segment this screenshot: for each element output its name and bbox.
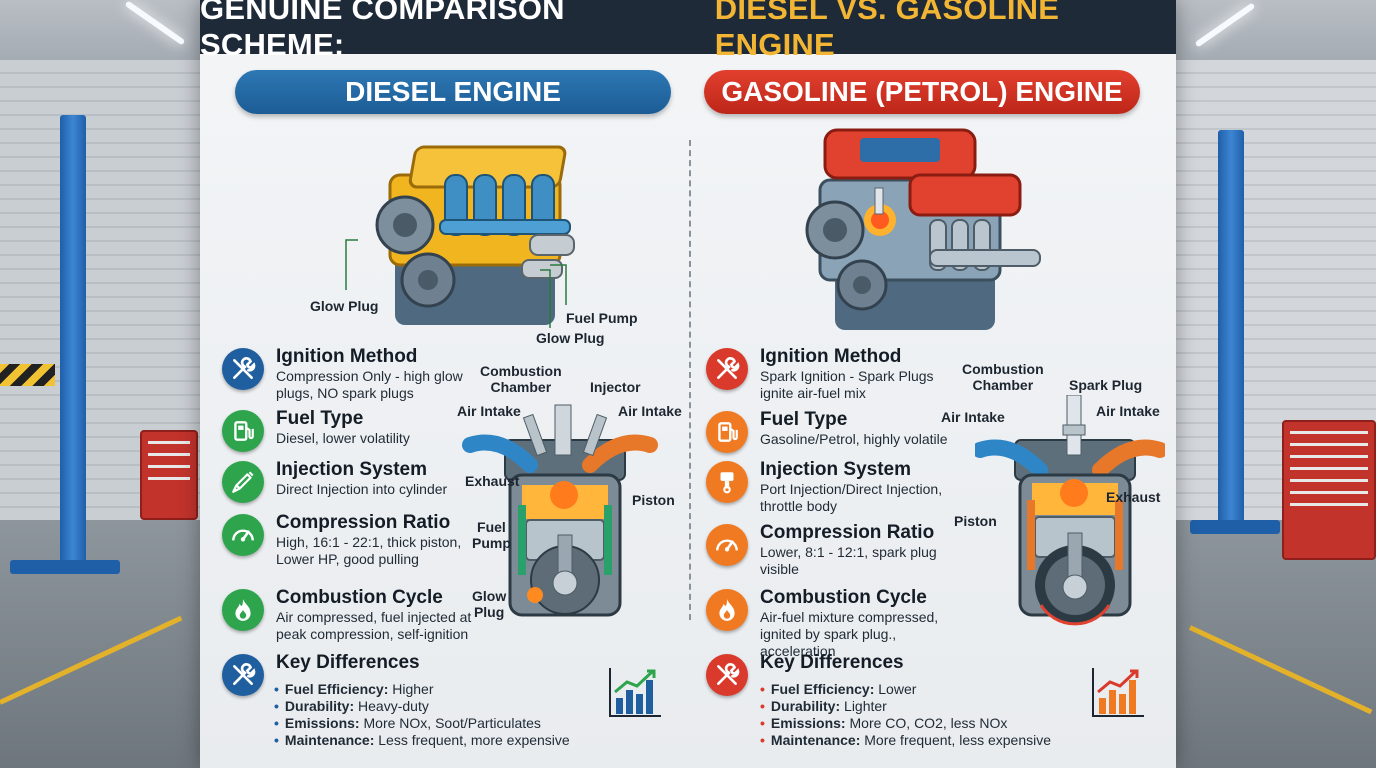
feature-title: Fuel Type [276,408,364,429]
diesel-engine-leaders [345,239,567,328]
fuel-pump-icon [222,410,264,452]
wrench-screwdriver-icon [222,654,264,696]
feature-title: Ignition Method [276,346,418,367]
diesel-label-exhaust: Exhaust [465,473,520,489]
feature-title: Injection System [760,459,911,480]
list-item: Emissions: More NOx, Soot/Particulates [274,715,570,732]
diesel-label-fuel-pump: Fuel Pump [566,310,638,326]
feature-desc: Lower, 8:1 - 12:1, spark plug visible [760,544,937,577]
diesel-label-injector: Injector [590,379,641,395]
list-item: Durability: Lighter [760,698,1051,715]
bar-chart-up-icon [609,668,661,717]
feature-desc: Gasoline/Petrol, highly volatile [760,431,948,447]
feature-desc: Direct Injection into cylinder [276,481,448,497]
diesel-label-glow-plug-bottom: Glow Plug [536,330,605,346]
gasoline-label-piston: Piston [954,513,997,529]
diesel-cylinder-diagram [462,404,658,617]
list-item: Durability: Heavy-duty [274,698,570,715]
diesel-label-air-intake-right: Air Intake [618,403,682,419]
diesel-label-glow-plug-left: Glow Plug [310,298,379,314]
gasoline-label-spark-plug: Spark Plug [1069,377,1143,393]
feature-desc: High, 16:1 - 22:1, thick piston, Lower H… [276,534,462,567]
diesel-key-differences-list: Fuel Efficiency: Higher Durability: Heav… [274,681,570,749]
gasoline-cylinder-diagram [975,395,1165,626]
feature-desc: Port Injection/Direct Injection, throttl… [760,481,943,514]
gasoline-label-air-intake-right: Air Intake [1096,403,1160,419]
diesel-label-air-intake-left: Air Intake [457,403,521,419]
title-part1: GENUINE COMPARISON SCHEME: [200,0,565,62]
flame-icon [222,589,264,631]
list-item: Maintenance: Less frequent, more expensi… [274,732,570,749]
feature-title: Injection System [276,459,427,480]
title-bar: GENUINE COMPARISON SCHEME: DIESEL VS. GA… [200,0,1176,62]
diesel-engine-illustration [375,145,575,325]
center-divider [689,140,691,620]
feature-title: Key Differences [276,652,420,673]
list-item: Maintenance: More frequent, less expensi… [760,732,1051,749]
list-item: Fuel Efficiency: Lower [760,681,1051,698]
diesel-label-piston: Piston [632,492,675,508]
wrench-screwdriver-icon [706,654,748,696]
gasoline-key-differences-list: Fuel Efficiency: Lower Durability: Light… [760,681,1051,749]
gauge-icon [222,514,264,556]
feature-desc: Spark Ignition - Spark Plugs ignite air-… [760,368,934,401]
injector-icon [222,461,264,503]
feature-title: Combustion Cycle [276,587,443,608]
gasoline-label-exhaust: Exhaust [1106,489,1161,505]
feature-desc: Air-fuel mixture compressed, ignited by … [760,609,939,659]
feature-title: Combustion Cycle [760,587,927,608]
feature-desc: Compression Only - high glow plugs, NO s… [276,368,463,401]
list-item: Fuel Efficiency: Higher [274,681,570,698]
feature-title: Ignition Method [760,346,902,367]
comparison-infographic: GENUINE COMPARISON SCHEME: DIESEL VS. GA… [200,0,1176,768]
diesel-header: DIESEL ENGINE [235,70,671,114]
list-item: Emissions: More CO, CO2, less NOx [760,715,1051,732]
feature-desc: Diesel, lower volatility [276,430,410,446]
wrench-screwdriver-icon [706,348,748,390]
piston-icon [706,461,748,503]
fuel-pump-icon [706,411,748,453]
gasoline-header: GASOLINE (PETROL) ENGINE [704,70,1140,114]
bar-chart-up-icon [1092,668,1144,717]
feature-title: Key Differences [760,652,904,673]
feature-desc: Air compressed, fuel injected at peak co… [276,609,472,642]
flame-icon [706,589,748,631]
feature-title: Fuel Type [760,409,848,430]
title-part2: DIESEL VS. GASOLINE ENGINE [714,0,1060,62]
feature-title: Compression Ratio [276,512,451,533]
feature-title: Compression Ratio [760,522,935,543]
wrench-screwdriver-icon [222,348,264,390]
gasoline-label-air-intake-left: Air Intake [941,409,1005,425]
gauge-icon [706,524,748,566]
gasoline-engine-illustration [805,128,1041,330]
